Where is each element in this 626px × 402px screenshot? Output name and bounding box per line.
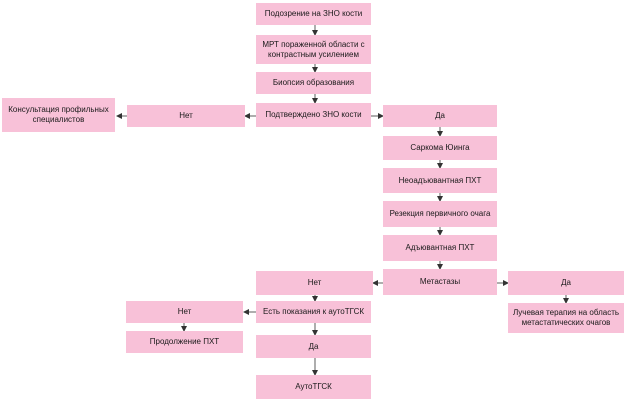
node-neoadjuvant: Неоадъювантная ПХТ [383, 168, 497, 193]
node-no-ttsk: Нет [126, 301, 243, 323]
node-adjuvant: Адъювантная ПХТ [383, 235, 497, 261]
node-ttsk-indication: Есть показания к аутоТГСК [256, 301, 371, 323]
node-auto-ttsk: АутоТГСК [256, 375, 371, 399]
node-confirmed: Подтверждено ЗНО кости [256, 103, 371, 127]
node-yes-confirmed: Да [383, 105, 497, 127]
node-continue-pxt: Продолжение ПХТ [126, 331, 243, 353]
node-no-metastases: Нет [256, 271, 373, 295]
node-radiotherapy: Лучевая терапия на область метастатическ… [508, 303, 624, 333]
node-mri: МРТ пораженной области с контрастным уси… [256, 35, 371, 64]
node-yes-metastases: Да [508, 271, 624, 295]
node-no-confirmed: Нет [127, 105, 245, 127]
node-metastases: Метастазы [383, 269, 497, 295]
node-yes-ttsk: Да [256, 335, 371, 358]
node-consultation: Консультация профильных специалистов [2, 98, 115, 132]
node-suspicion: Подозрение на ЗНО кости [256, 3, 371, 25]
node-biopsy: Биопсия образования [256, 72, 371, 94]
node-resection: Резекция первичного очага [383, 201, 497, 227]
node-ewing: Саркома Юинга [383, 136, 497, 160]
